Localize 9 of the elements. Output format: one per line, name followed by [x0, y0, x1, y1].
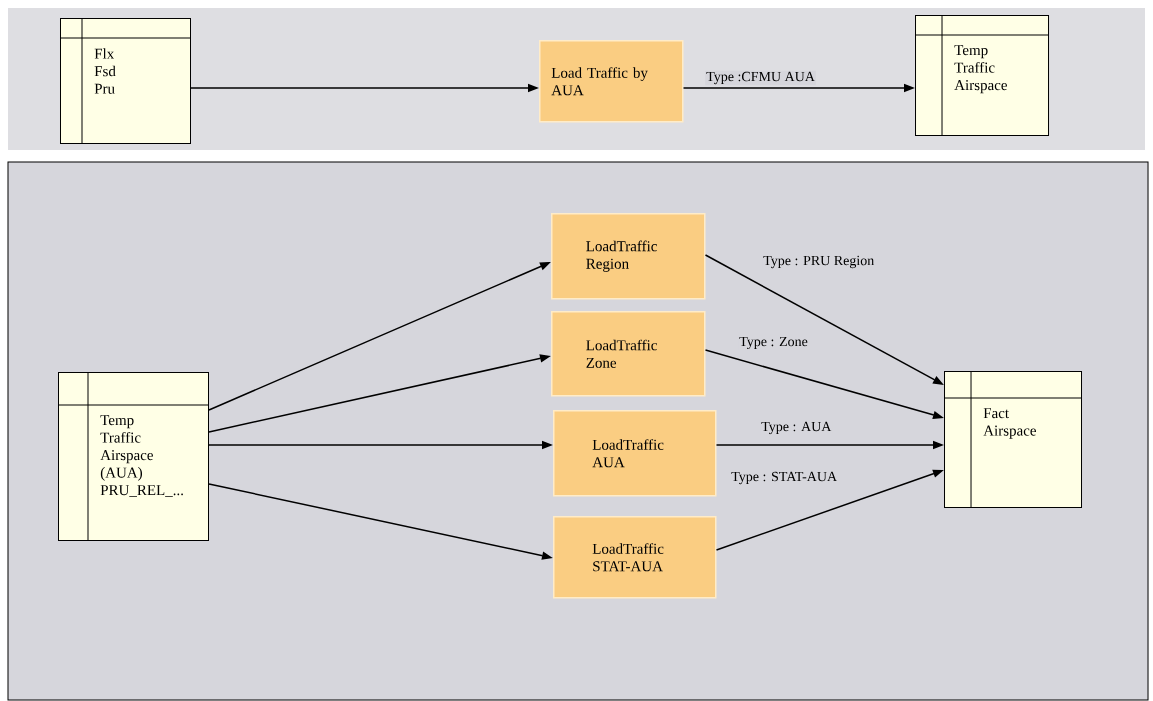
table-box: Fact Airspace: [943, 370, 1082, 508]
table-box: Flx Fsd Pru: [59, 17, 191, 144]
table-box: Temp Traffic Airspace (AUA) PRU_REL_...: [57, 371, 209, 541]
process-box: LoadTraffic Zone: [551, 311, 706, 397]
process-box: LoadTraffic Region: [551, 213, 706, 300]
process-box: LoadTraffic AUA: [553, 410, 717, 497]
process-box: LoadTraffic STAT-AUA: [553, 516, 717, 599]
process-box: Load Traffic by AUA: [539, 40, 684, 123]
table-box: Temp Traffic Airspace: [914, 14, 1049, 136]
